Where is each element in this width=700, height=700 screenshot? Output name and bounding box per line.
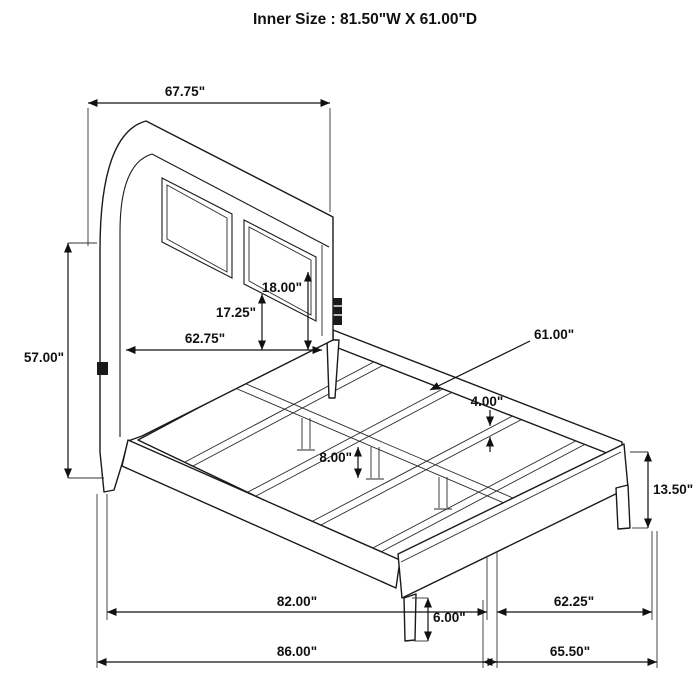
dim-overall-length-label: 86.00" [277,644,317,659]
near-side-rail [121,439,401,589]
dim-inner-headboard-width-label: 62.75" [185,331,225,346]
slat-line [376,438,596,555]
center-rail-edge [234,387,512,507]
dim-slat-length-label: 61.00" [534,327,574,342]
dim-headboard-height-label: 57.00" [24,350,64,365]
dim-footboard-height: 13.50" [630,451,693,529]
dim-slat-length: 61.00" [429,327,574,391]
dim-overall-width: 65.50" [483,644,657,667]
leader-line [429,340,531,391]
footboard-far-leg [615,484,631,530]
left-rail-bracket [97,362,108,375]
dim-headboard-width: 67.75" [87,84,331,246]
center-support-legs [297,418,452,510]
dim-headboard-width-label: 67.75" [165,84,205,99]
dim-inner-length-label: 82.00" [277,594,317,609]
footboard-near-leg [403,593,417,642]
headboard-curl-inner-edge [119,153,153,437]
center-rail-edge [243,382,521,502]
dim-panel-height-small-label: 17.25" [216,305,256,320]
bed-drawing [97,120,631,642]
dim-slat-width: 4.00" [471,394,504,452]
center-rail [234,382,521,507]
dim-footboard-leg-height: 6.00" [412,597,466,642]
dim-overall-length: 86.00" [97,644,497,667]
dim-slat-width-label: 4.00" [471,394,504,409]
dim-inner-width-label: 62.25" [554,594,594,609]
dim-panel-height-large: 18.00" [262,272,313,350]
headboard-panel-left-inset [166,184,228,273]
slat-line [368,434,588,551]
bottom-extension-lines [96,494,658,668]
dim-overall-width-label: 65.50" [550,644,590,659]
dim-panel-height-large-label: 18.00" [262,280,302,295]
dim-inner-width: 62.25" [497,594,652,617]
dim-inner-length: 82.00" [107,594,487,617]
dim-inner-headboard-width: 62.75" [126,331,322,355]
dim-center-leg-height: 8.00" [319,447,363,478]
headboard-right-leg [326,339,340,399]
headboard [99,120,334,493]
slat-line [318,413,533,527]
dim-footboard-height-label: 13.50" [653,482,693,497]
headboard-panel-left [161,177,233,279]
headboard-crown-edge [151,153,330,248]
dim-headboard-height: 57.00" [24,242,104,479]
headboard-panel-right [243,219,317,322]
dim-panel-height-small: 17.25" [216,294,267,350]
footboard-top-edge [400,451,622,563]
dim-center-leg-height-label: 8.00" [319,450,352,465]
diagram-title: Inner Size : 81.50"W X 61.00"D [253,11,477,28]
